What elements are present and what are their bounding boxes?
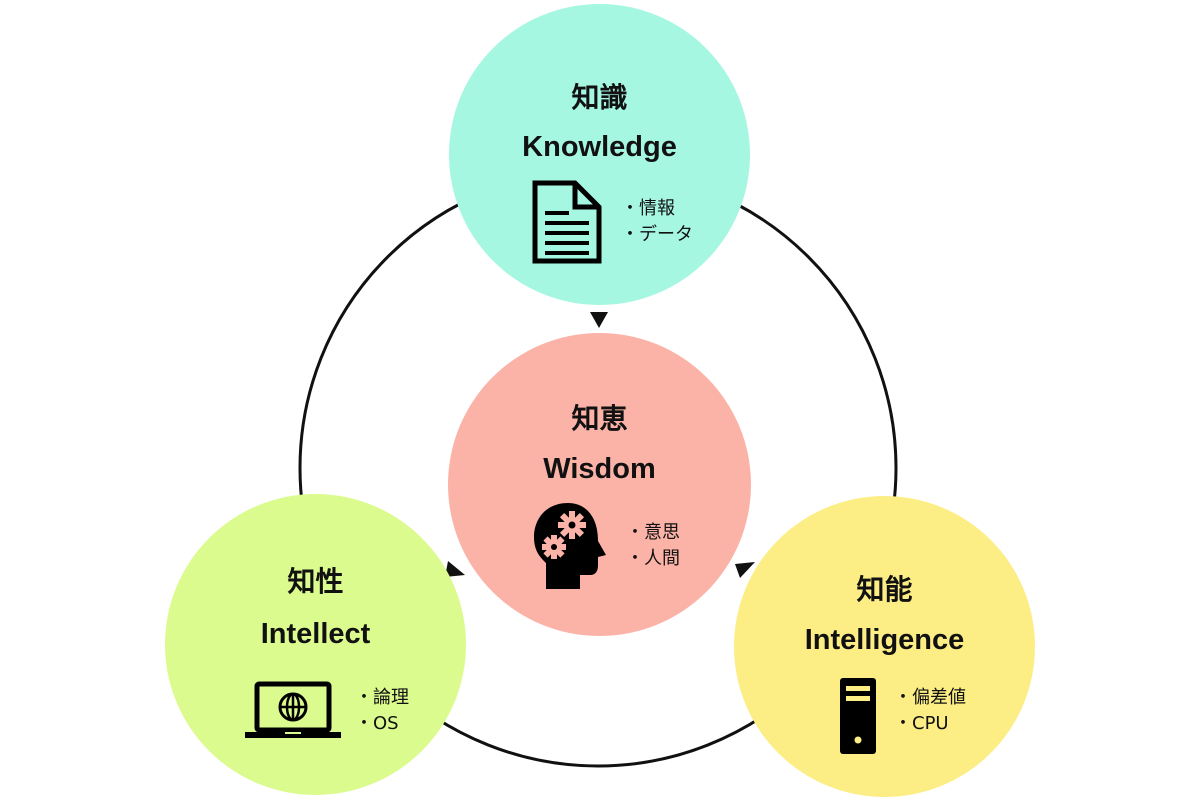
intelligence-jp-title: 知能	[856, 573, 913, 606]
arrow-from-intellect	[445, 561, 465, 577]
intelligence-bullets: 偏差値 CPU	[894, 685, 966, 737]
knowledge-bullet-2: データ	[621, 222, 693, 248]
server-tower-icon	[840, 678, 876, 754]
arrow-from-intelligence	[735, 562, 755, 578]
intellect-bullet-2: OS	[355, 711, 409, 737]
knowledge-jp-title: 知識	[571, 81, 628, 114]
intellect-node: 知性 Intellect 論理 OS	[165, 494, 466, 795]
intellect-en-title: Intellect	[260, 618, 371, 650]
knowledge-bullet-1: 情報	[621, 196, 693, 222]
intelligence-bullet-1: 偏差値	[894, 685, 966, 711]
laptop-globe-icon	[245, 681, 341, 738]
intelligence-node: 知能 Intelligence 偏差値 CPU	[734, 496, 1035, 797]
knowledge-en-title: Knowledge	[522, 131, 677, 163]
intellect-bullet-1: 論理	[355, 685, 409, 711]
wisdom-en-title: Wisdom	[543, 453, 656, 485]
wisdom-node: 知恵 Wisdom 意思 人間	[448, 333, 751, 636]
knowledge-bullets: 情報 データ	[621, 196, 693, 248]
intellect-jp-title: 知性	[287, 565, 344, 598]
wisdom-bullet-2: 人間	[626, 546, 680, 572]
intelligence-en-title: Intelligence	[804, 624, 965, 656]
head-gears-icon	[534, 503, 606, 589]
wisdom-bullet-1: 意思	[626, 520, 680, 546]
arrow-from-knowledge	[590, 312, 608, 328]
intelligence-bullet-2: CPU	[894, 711, 966, 737]
knowledge-node: 知識 Knowledge 情報 データ	[449, 4, 750, 305]
document-icon	[532, 180, 602, 264]
wisdom-jp-title: 知恵	[571, 402, 628, 435]
wisdom-bullets: 意思 人間	[626, 520, 680, 572]
intellect-bullets: 論理 OS	[355, 685, 409, 737]
